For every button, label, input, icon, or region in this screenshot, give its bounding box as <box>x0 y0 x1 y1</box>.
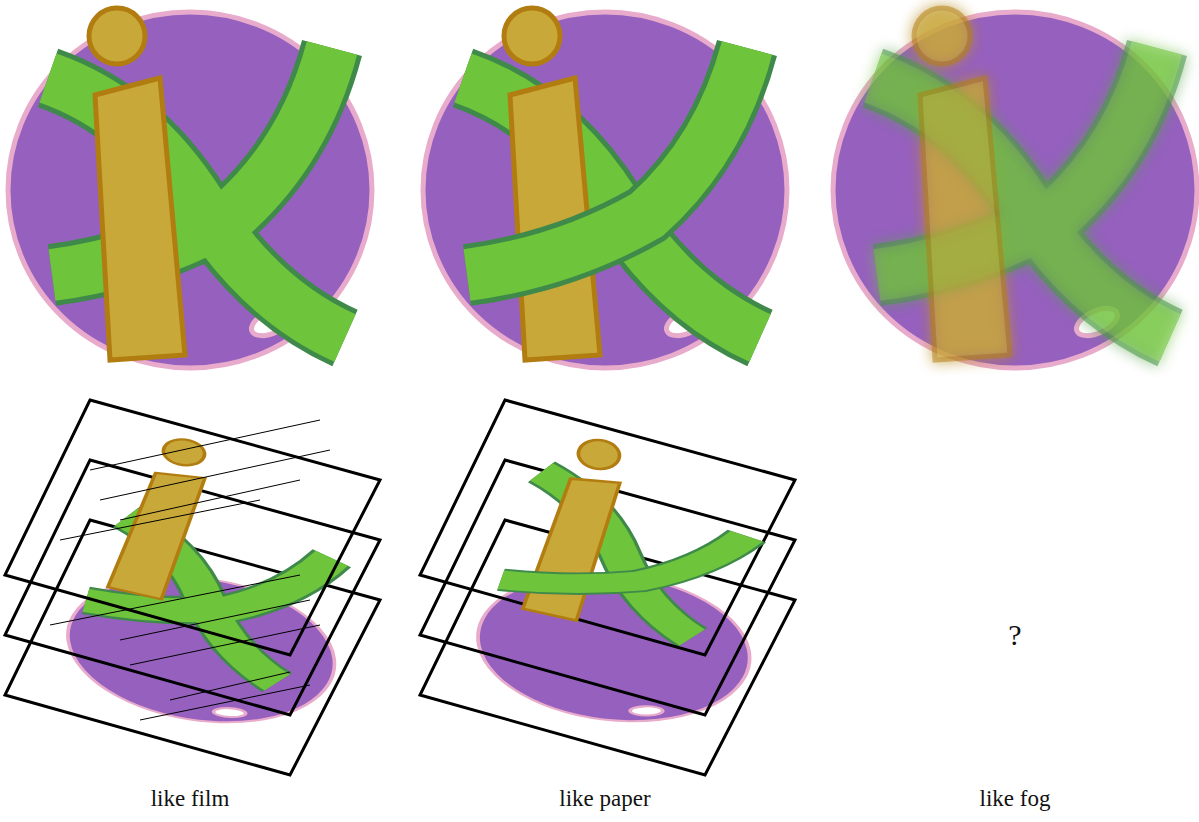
caption-label: like fog <box>980 786 1051 812</box>
caption-label: like film <box>151 786 230 812</box>
paper-layers <box>420 400 795 775</box>
film-layers <box>5 400 380 775</box>
question-mark: ? <box>1008 618 1021 652</box>
fog-icon <box>833 8 1197 368</box>
paper-icon <box>423 8 787 368</box>
caption-label: like paper <box>559 786 650 812</box>
film-icon <box>8 8 372 368</box>
